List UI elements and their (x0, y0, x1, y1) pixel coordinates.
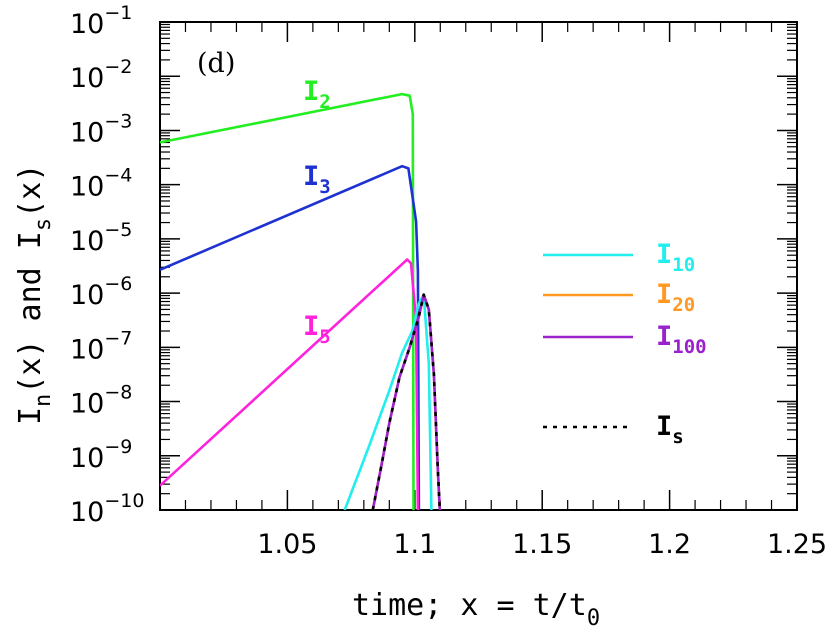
y-tick-base: 10 (70, 497, 104, 528)
x-tick-label: 1.1 (393, 529, 436, 560)
y-tick-label: 10−5 (70, 219, 132, 257)
series-curves (160, 92, 442, 510)
series-label-I20: I20 (656, 279, 695, 316)
y-tick-label: 10−2 (70, 56, 132, 94)
y-axis-title-sub-n: n (31, 394, 56, 407)
y-axis-title-sub-s: s (31, 218, 56, 231)
y-axis-title-part-3: (x) (13, 164, 48, 218)
series-label-I2: I2 (303, 76, 331, 113)
series-label-subscript: 3 (319, 176, 330, 198)
series-label-subscript: s (672, 426, 683, 448)
y-tick-exponent: −7 (104, 327, 132, 349)
y-tick-exponent: −1 (104, 2, 132, 24)
x-tick-label: 1.15 (512, 529, 572, 560)
y-tick-exponent: −3 (104, 110, 132, 132)
y-tick-exponent: −10 (104, 490, 144, 512)
series-label-name: I (303, 311, 319, 342)
y-tick-base: 10 (70, 334, 104, 365)
y-tick-base: 10 (70, 9, 104, 40)
y-tick-base: 10 (70, 280, 104, 311)
y-tick-label: 10−7 (70, 327, 132, 365)
y-axis-title: In(x) and Is(x) (13, 164, 56, 425)
series-line-I2 (160, 92, 415, 510)
series-label-subscript: 5 (319, 326, 330, 348)
x-tick-label: 1.2 (648, 529, 691, 560)
x-tick-label: 1.25 (767, 529, 827, 560)
y-tick-label: 10−6 (70, 273, 132, 311)
y-axis-title-part-1: I (13, 407, 48, 425)
panel-label: (d) (197, 48, 235, 79)
y-tick-base: 10 (70, 443, 104, 474)
axis-ticks (160, 21, 798, 511)
y-tick-base: 10 (70, 226, 104, 257)
y-tick-exponent: −4 (104, 165, 132, 187)
y-tick-label: 10−4 (70, 165, 132, 203)
y-tick-exponent: −5 (104, 219, 132, 241)
x-axis-title-main: time; x = t/t (352, 588, 587, 623)
y-tick-label: 10−9 (70, 436, 132, 474)
y-tick-base: 10 (70, 172, 104, 203)
x-tick-label: 1.05 (257, 529, 317, 560)
series-line-Is (371, 293, 442, 510)
y-tick-exponent: −6 (104, 273, 132, 295)
series-label-name: I (656, 411, 672, 442)
y-tick-labels: 10−1010−910−810−710−610−510−410−310−210−… (70, 2, 144, 528)
x-axis-title-sub: 0 (587, 606, 600, 631)
series-label-subscript: 10 (672, 254, 695, 276)
series-label-I5: I5 (303, 311, 331, 348)
y-tick-base: 10 (70, 63, 104, 94)
y-tick-exponent: −2 (104, 56, 132, 78)
series-label-name: I (656, 279, 672, 310)
series-label-name: I (656, 239, 672, 270)
y-tick-label: 10−1 (70, 2, 132, 40)
series-label-name: I (303, 76, 319, 107)
series-label-subscript: 100 (672, 336, 706, 358)
y-tick-base: 10 (70, 389, 104, 420)
y-tick-base: 10 (70, 117, 104, 148)
series-label-subscript: 20 (672, 294, 695, 316)
y-tick-label: 10−3 (70, 110, 132, 148)
plot-frame (159, 21, 798, 511)
series-label-name: I (656, 321, 672, 352)
x-tick-labels: 1.05 1.1 1.15 1.2 1.25 (257, 529, 827, 560)
series-label-Is: Is (656, 411, 684, 448)
series-label-name: I (303, 161, 319, 192)
y-tick-label: 10−10 (70, 490, 144, 528)
series-label-I3: I3 (303, 161, 331, 198)
series-label-I100: I100 (656, 321, 707, 358)
y-tick-exponent: −8 (104, 382, 132, 404)
series-line-I10 (343, 293, 433, 510)
y-tick-exponent: −9 (104, 436, 132, 458)
y-axis-title-part-2: (x) and I (13, 231, 48, 394)
y-tick-label: 10−8 (70, 382, 132, 420)
series-label-subscript: 2 (319, 91, 330, 113)
series-label-I10: I10 (656, 239, 695, 276)
series-line-I3 (160, 164, 421, 510)
x-axis-title: time; x = t/t0 (352, 588, 600, 631)
series-line-I5 (160, 258, 420, 510)
